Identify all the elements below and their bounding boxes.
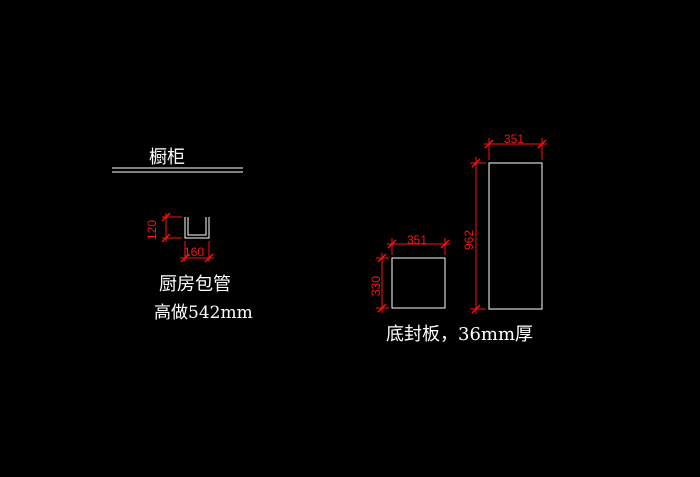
tall-panel-rect [488, 162, 543, 310]
tall-panel-dim-width-label: 351 [504, 132, 524, 146]
pipe-dim-height-label: 120 [145, 220, 159, 240]
cabinet-title: 橱柜 [149, 147, 185, 168]
tall-panel-dim-width [484, 138, 547, 160]
tall-panel-dim-height [470, 157, 486, 314]
tall-panel-dim-height-label: 962 [462, 230, 476, 250]
small-panel-dim-width [387, 238, 450, 255]
small-panel-rect [391, 257, 446, 309]
small-panel-dim-height-label: 330 [369, 276, 383, 296]
bottom-panel-label: 底封板，36mm厚 [386, 324, 533, 345]
pipe-channel-shape [184, 217, 210, 239]
pipe-dim-width-label: 160 [184, 245, 204, 259]
pipe-dim-height [161, 212, 182, 243]
pipe-label: 厨房包管 [159, 274, 231, 295]
small-panel-dim-height [376, 253, 389, 313]
pipe-dim-width [180, 241, 214, 263]
small-panel-dim-width-label: 351 [407, 233, 427, 247]
pipe-height-label: 高做542mm [154, 303, 253, 323]
